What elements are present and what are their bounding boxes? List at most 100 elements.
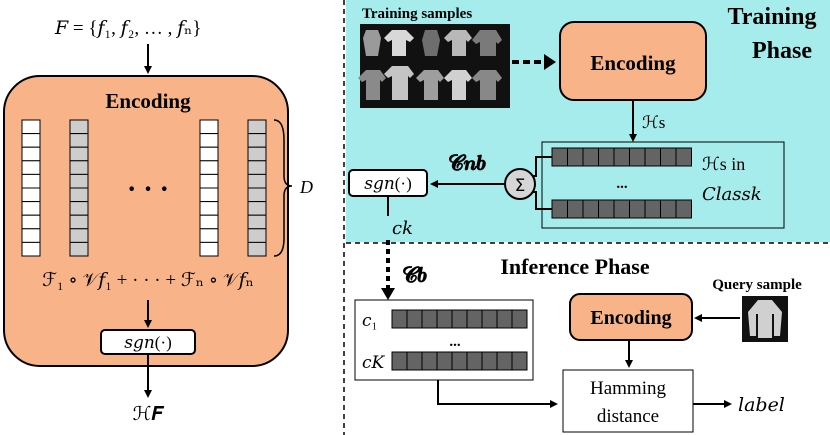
- hypervector-bit: [629, 147, 646, 167]
- hypervector-cell: [199, 228, 219, 243]
- hypervector-bit: [451, 309, 468, 329]
- hypervector-cell: [247, 146, 267, 162]
- sum-symbol: Σ: [515, 176, 526, 196]
- sgn-label-left: 𝑠𝑔𝑛(·): [124, 333, 172, 352]
- hypervector-cell: [21, 214, 41, 230]
- hypervector-bit: [551, 147, 568, 167]
- predicted-label: 𝑙𝑎𝑏𝑒𝑙: [738, 395, 785, 416]
- hypervector-cell: [69, 119, 89, 135]
- cK-label: 𝑐𝐾: [362, 353, 386, 372]
- hypervector-cell: [69, 201, 89, 216]
- hypervector-bit: [613, 199, 630, 219]
- hypervector-cell: [247, 160, 267, 175]
- hypervector-cell: [69, 241, 89, 257]
- hypervector-bit: [421, 351, 438, 371]
- hypervector-cell: [247, 133, 267, 148]
- hypervector-bit: [660, 199, 677, 219]
- query-sample-image: [742, 296, 788, 342]
- hypervector-cell: [199, 133, 219, 148]
- hypervector-bit: [481, 309, 498, 329]
- hs-label: ℋs: [642, 113, 665, 132]
- hypervector-bit: [613, 147, 630, 167]
- hypervector-cell: [21, 241, 41, 257]
- hs-in-label: ℋs in: [702, 154, 745, 174]
- hypervector-cell: [199, 201, 219, 216]
- c-b-label: 𝓒𝒃: [402, 262, 428, 287]
- hypervector-cell: [21, 160, 41, 175]
- input-feature-set: 𝐹 = {𝑓₁, 𝑓₂, … , 𝑓ₙ}: [54, 18, 201, 39]
- hypervector-cell: [199, 241, 219, 257]
- hypervector-bit: [436, 351, 453, 371]
- hypervector-cell: [69, 160, 89, 175]
- hypervector-bit: [466, 309, 483, 329]
- hypervector-bit: [436, 309, 453, 329]
- hypervector-bit: [496, 309, 513, 329]
- hypervector-bit: [511, 309, 528, 329]
- hypervector-bit: [598, 147, 615, 167]
- hypervector-bit: [451, 351, 468, 371]
- hypervector-bit: [582, 147, 599, 167]
- training-phase-title-2: Phase: [752, 38, 812, 64]
- inference-encoding-box: [569, 293, 693, 341]
- encoded-output-label: ℋ𝑭: [133, 404, 165, 425]
- hypervector-cell: [69, 146, 89, 162]
- hypervector-cell: [247, 241, 267, 257]
- hamming-distance-box: [562, 369, 694, 433]
- dimension-brace: [273, 119, 293, 257]
- hamming-label-2: distance: [597, 406, 659, 427]
- codebook-ellipsis: ...: [449, 334, 461, 350]
- ck-arrowhead: [381, 288, 395, 300]
- inference-phase-title: Inference Phase: [500, 254, 650, 279]
- hypervector-cell: [199, 119, 219, 135]
- training-samples-label: Training samples: [362, 6, 472, 22]
- sgn-label-training: 𝑠𝑔𝑛(·): [364, 174, 412, 193]
- hypervector-cell: [21, 146, 41, 162]
- hypervector-cell: [21, 173, 41, 189]
- hypervector-cell: [199, 146, 219, 162]
- hypervector-cell: [247, 228, 267, 243]
- hypervector-bit: [421, 309, 438, 329]
- hypervector-cell: [247, 187, 267, 203]
- class-hv-row-bottom: [551, 199, 692, 219]
- columns-ellipsis: · · ·: [127, 174, 169, 205]
- hypervector-bit: [582, 199, 599, 219]
- hypervector-bit: [629, 199, 646, 219]
- hypervector-cell: [247, 173, 267, 189]
- hypervector-bit: [496, 351, 513, 371]
- inference-phase-panel: Inference Phase 𝓒𝒃 𝑐₁ ... 𝑐𝐾 Query sampl…: [354, 240, 802, 433]
- hypervector-cell: [199, 187, 219, 203]
- codebook-row-K: [391, 351, 528, 371]
- hypervector-cell: [199, 173, 219, 189]
- c-k-label: 𝑐𝑘: [392, 218, 413, 238]
- class-hv-group: [541, 141, 785, 229]
- codebook-row-1: [391, 309, 528, 329]
- hypervector-cell: [21, 133, 41, 148]
- hypervector-cell: [69, 133, 89, 148]
- samples-arrowhead: [544, 54, 556, 70]
- class-hv-row-top: [551, 147, 692, 167]
- hypervector-cell: [21, 187, 41, 203]
- hypervector-bit: [481, 351, 498, 371]
- hypervector-bit: [675, 147, 692, 167]
- hypervector-bit: [567, 199, 584, 219]
- hypervector-cell: [199, 214, 219, 230]
- encoding-box: [3, 75, 289, 367]
- hypervector-cell: [21, 119, 41, 135]
- hypervector-cell: [199, 160, 219, 175]
- hypervector-bit: [391, 351, 408, 371]
- class-hv-ellipsis: ...: [616, 176, 628, 192]
- hypervector-cell: [69, 187, 89, 203]
- hypervector-bit: [675, 199, 692, 219]
- hypervector-cell: [21, 228, 41, 243]
- training-encoding-label: Encoding: [590, 51, 676, 75]
- hypervector-cell: [247, 214, 267, 230]
- hypervector-bit: [644, 199, 661, 219]
- hypervector-bit: [466, 351, 483, 371]
- hypervector-bit: [567, 147, 584, 167]
- training-phase-title-1: Training: [728, 4, 817, 30]
- hypervector-bit: [406, 351, 423, 371]
- hypervector-bit: [598, 199, 615, 219]
- hypervector-bit: [551, 199, 568, 219]
- hypervector-cell: [21, 201, 41, 216]
- hypervector-cell: [69, 228, 89, 243]
